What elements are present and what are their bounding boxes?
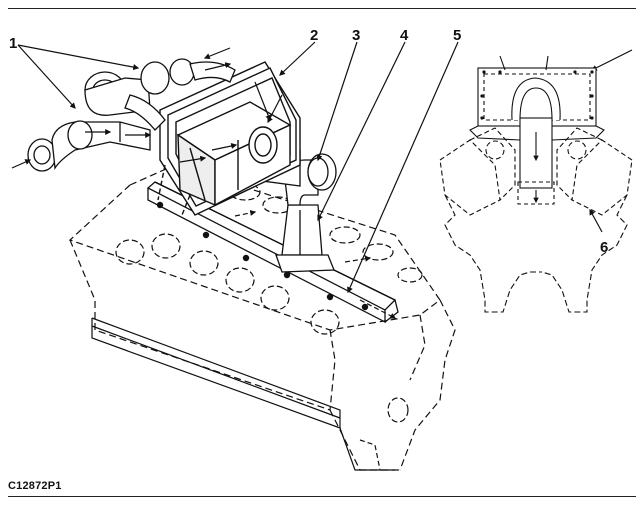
- bottom-rule: [8, 496, 636, 497]
- engine-block: [68, 164, 456, 471]
- callout-4: 4: [400, 27, 409, 44]
- callout-leaders: [17, 41, 633, 294]
- cylinder-bores: [115, 233, 409, 423]
- callout-6: 6: [600, 239, 609, 256]
- figure-code: C12872P1: [8, 480, 62, 492]
- callout-2: 2: [310, 27, 319, 44]
- aftercooler-housing: [157, 61, 301, 216]
- callout-3: 3: [352, 27, 361, 44]
- turbochargers: [27, 58, 236, 172]
- air-channel-rail: [146, 181, 399, 324]
- inset-front-view: [439, 55, 633, 313]
- callout-1: 1: [9, 35, 18, 52]
- top-rule: [8, 8, 636, 9]
- airflow-arrows: [11, 47, 283, 169]
- callout-5: 5: [453, 27, 462, 44]
